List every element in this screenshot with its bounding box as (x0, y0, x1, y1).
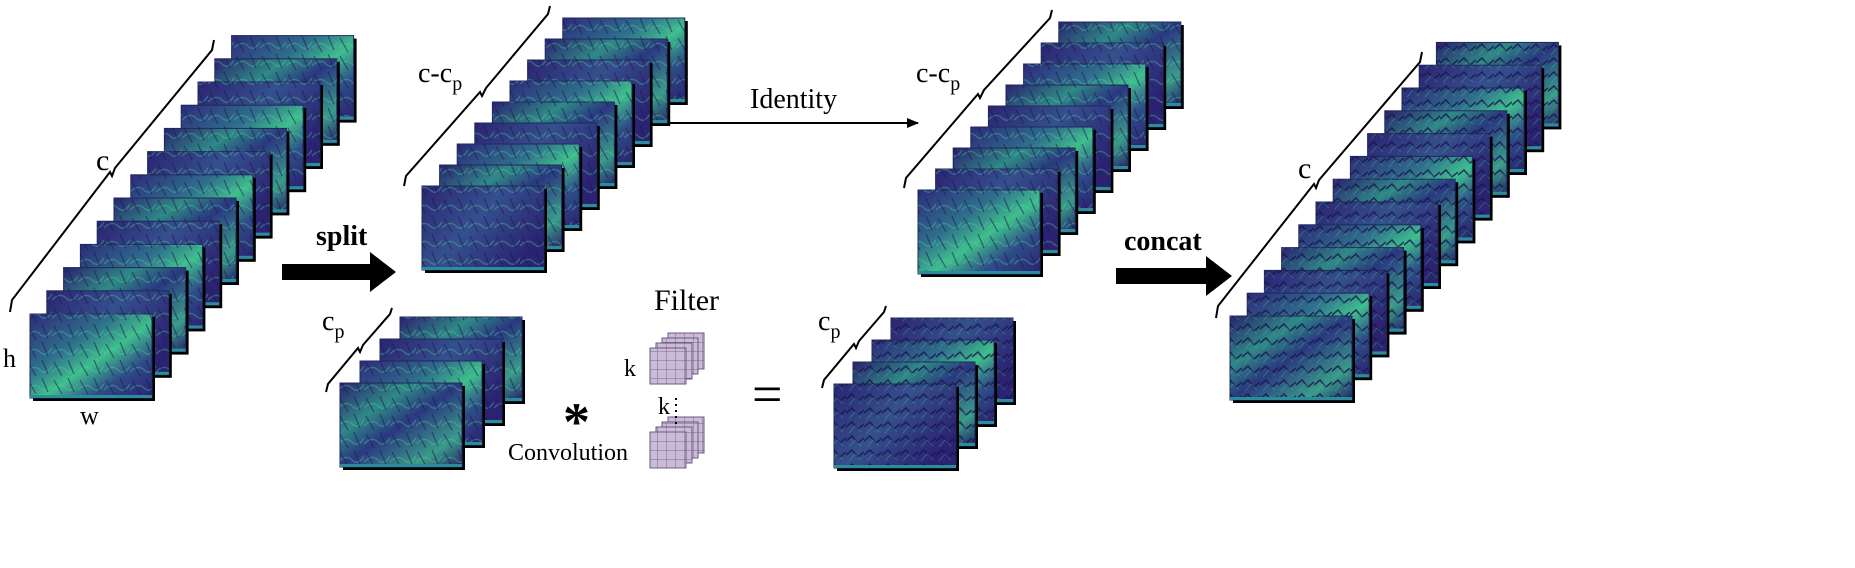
identity-channel-base: c-c (418, 58, 452, 89)
feature-map (339, 382, 465, 470)
output-channel-label: c (1298, 152, 1311, 185)
cp-input-brace (325, 307, 393, 393)
partial-output-channel-sub: p (830, 321, 840, 343)
identity-branch-brace (403, 5, 551, 187)
concat-arrow (1116, 256, 1232, 296)
identity-branch-stack (421, 17, 688, 273)
output-channel-brace (1215, 51, 1423, 319)
filter-slice (649, 431, 687, 469)
partial-output-channel-base: c (818, 306, 830, 337)
partial-conv-input-stack (339, 316, 525, 470)
identity-output-brace (903, 9, 1053, 189)
cp-output-brace (821, 305, 887, 389)
identity-output-channel-base: c-c (916, 58, 950, 89)
input-feature-stack (29, 35, 357, 401)
feature-map (833, 383, 959, 471)
identity-output-channel-sub: p (950, 73, 960, 95)
height-label: h (3, 344, 16, 373)
partial-channel-sub: p (334, 321, 344, 343)
filter-slice (649, 347, 687, 385)
identity-channel-label: c-cp (418, 58, 462, 95)
split-arrow (282, 252, 396, 292)
equals-sign: = (752, 364, 782, 424)
filter-label: Filter (654, 284, 719, 317)
kernel-side-label: k (624, 356, 636, 382)
identity-output-stack (917, 21, 1184, 277)
feature-map (29, 313, 155, 401)
feature-map (421, 185, 547, 273)
input-channel-label: c (96, 144, 109, 177)
partial-channel-base: c (322, 306, 334, 337)
partial-channel-label: cp (322, 306, 344, 343)
identity-channel-sub: p (452, 73, 462, 95)
identity-output-channel-label: c-cp (916, 58, 960, 95)
filter-cube-bottom (649, 416, 705, 469)
concat-label: concat (1124, 226, 1202, 257)
width-label: w (80, 401, 99, 430)
filter-cube-top (649, 332, 705, 385)
identity-label: Identity (750, 84, 837, 115)
partial-conv-output-stack (833, 317, 1016, 471)
convolution-operator: * (563, 392, 590, 452)
partial-output-channel-label: cp (818, 306, 840, 343)
convolution-label: Convolution (508, 440, 628, 466)
feature-map (1229, 315, 1355, 403)
split-label: split (316, 221, 368, 252)
input-channel-brace (9, 39, 215, 313)
feature-map (917, 189, 1043, 277)
concat-output-stack (1229, 41, 1562, 403)
kernel-depth-label: k (658, 394, 670, 420)
